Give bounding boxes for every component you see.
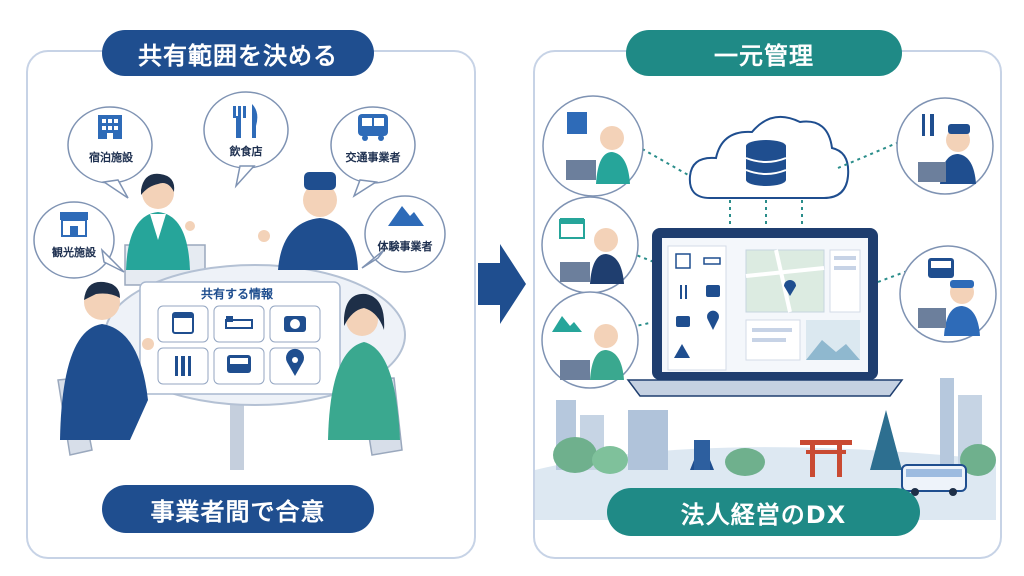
bubble-label-experience: 体験事業者 (377, 240, 433, 253)
bed-icon (225, 316, 253, 329)
bubble-label-lodging: 宿泊施設 (89, 151, 133, 164)
left-panel-caption: 事業者間で合意 (102, 485, 374, 533)
mountain-icon (388, 206, 424, 226)
right-panel-title: 一元管理 (626, 30, 902, 76)
mountain-icon (674, 344, 690, 358)
left-panel-title: 共有範囲を決める (102, 30, 374, 76)
user-circle-experience (541, 291, 639, 389)
map-pin-icon (286, 348, 304, 376)
shop-icon (559, 218, 585, 239)
person-woman-right (328, 293, 400, 440)
shop-icon (60, 212, 88, 237)
fork-knife-icon (922, 114, 934, 136)
cloud-database (688, 115, 850, 199)
bus-vehicle (901, 464, 967, 496)
user-circle-transport (899, 245, 997, 343)
user-circle-tourism (541, 196, 639, 294)
torii-gate (800, 440, 852, 477)
fork-knife-icon (233, 104, 258, 138)
bubble-tourism (33, 201, 125, 279)
person-chef (258, 172, 358, 270)
calendar-icon (675, 253, 691, 269)
person-man-left (60, 281, 154, 440)
bed-icon (703, 257, 721, 265)
database-icon (745, 140, 787, 186)
bubble-experience (361, 195, 446, 273)
fork-knife-icon (175, 356, 191, 376)
shared-info-grid (157, 305, 321, 385)
bubble-transport (330, 106, 416, 198)
person-woman-left (126, 173, 195, 270)
right-panel-caption: 法人経営のDX (607, 488, 920, 536)
user-circle-restaurant (896, 97, 994, 195)
bubble-label-transport: 交通事業者 (345, 151, 401, 164)
bus-icon (706, 285, 720, 297)
camera-icon (676, 316, 690, 327)
user-circle-lodging (542, 95, 644, 197)
bubble-restaurant (203, 91, 289, 189)
map-pin-icon (707, 310, 719, 330)
shared-info-label: 共有する情報 (201, 287, 274, 301)
bus-icon (928, 258, 954, 278)
camera-icon (284, 316, 306, 332)
bus-icon (358, 114, 388, 141)
flow-arrow (478, 244, 526, 324)
mountain-icon (552, 316, 582, 332)
calendar-icon (172, 312, 194, 334)
map-view (745, 249, 825, 313)
bubble-lodging (67, 106, 153, 199)
building-icon (98, 115, 122, 139)
bus-icon (227, 355, 251, 373)
bubble-label-tourism: 観光施設 (52, 246, 96, 259)
bubble-label-restaurant: 飲食店 (229, 145, 263, 158)
building-icon (567, 112, 587, 134)
fork-knife-icon (680, 285, 687, 299)
cityscape (535, 378, 996, 520)
laptop (626, 228, 904, 397)
